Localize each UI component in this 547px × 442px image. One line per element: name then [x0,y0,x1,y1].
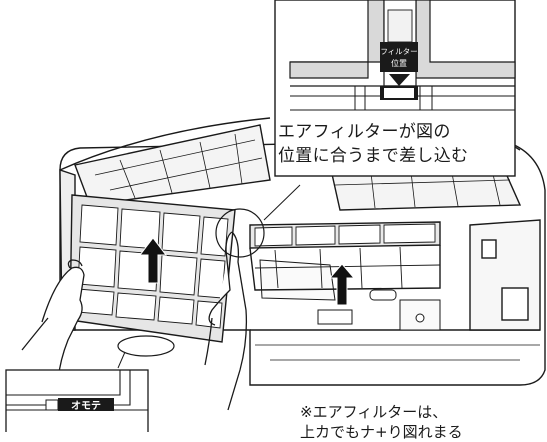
illustration: フィルター 位置 オモテ エアフィルターが図の 位置に合うまで差し込む ※エアフ… [5,0,546,441]
filter-position-label-line2: 位置 [391,58,407,68]
position-pointer-icon [389,74,410,86]
front-mark-highlight [117,335,175,357]
filter-position-highlight [215,208,265,258]
callout-line-2: 位置に合うまで差し込む [278,146,469,166]
footnote-line-2: 上カでもナ+り図れまる [300,423,463,441]
callout-instruction: エアフィルターが図の 位置に合うまで差し込む [278,120,510,168]
front-mark-inset: オモテ [5,369,149,441]
inner-filter [249,221,441,291]
front-mark-label: オモテ [71,400,101,412]
insert-direction-arrow-left [138,237,168,284]
hands [21,231,248,411]
footnote: ※エアフィルターは、 上カでもナ+り図れまる [300,402,547,442]
insert-direction-arrow-right [328,263,356,306]
footnote-line-1: ※エアフィルターは、 [300,403,448,421]
callout-leader-top [263,184,301,221]
callout-line-1: エアフィルターが図の [278,122,451,142]
filter-position-label-line1: フィルター [380,47,417,56]
filter-position-callout: フィルター 位置 [274,0,516,177]
illustration-svg: フィルター 位置 オモテ [5,0,546,441]
callout-leader-bottom [117,351,126,369]
